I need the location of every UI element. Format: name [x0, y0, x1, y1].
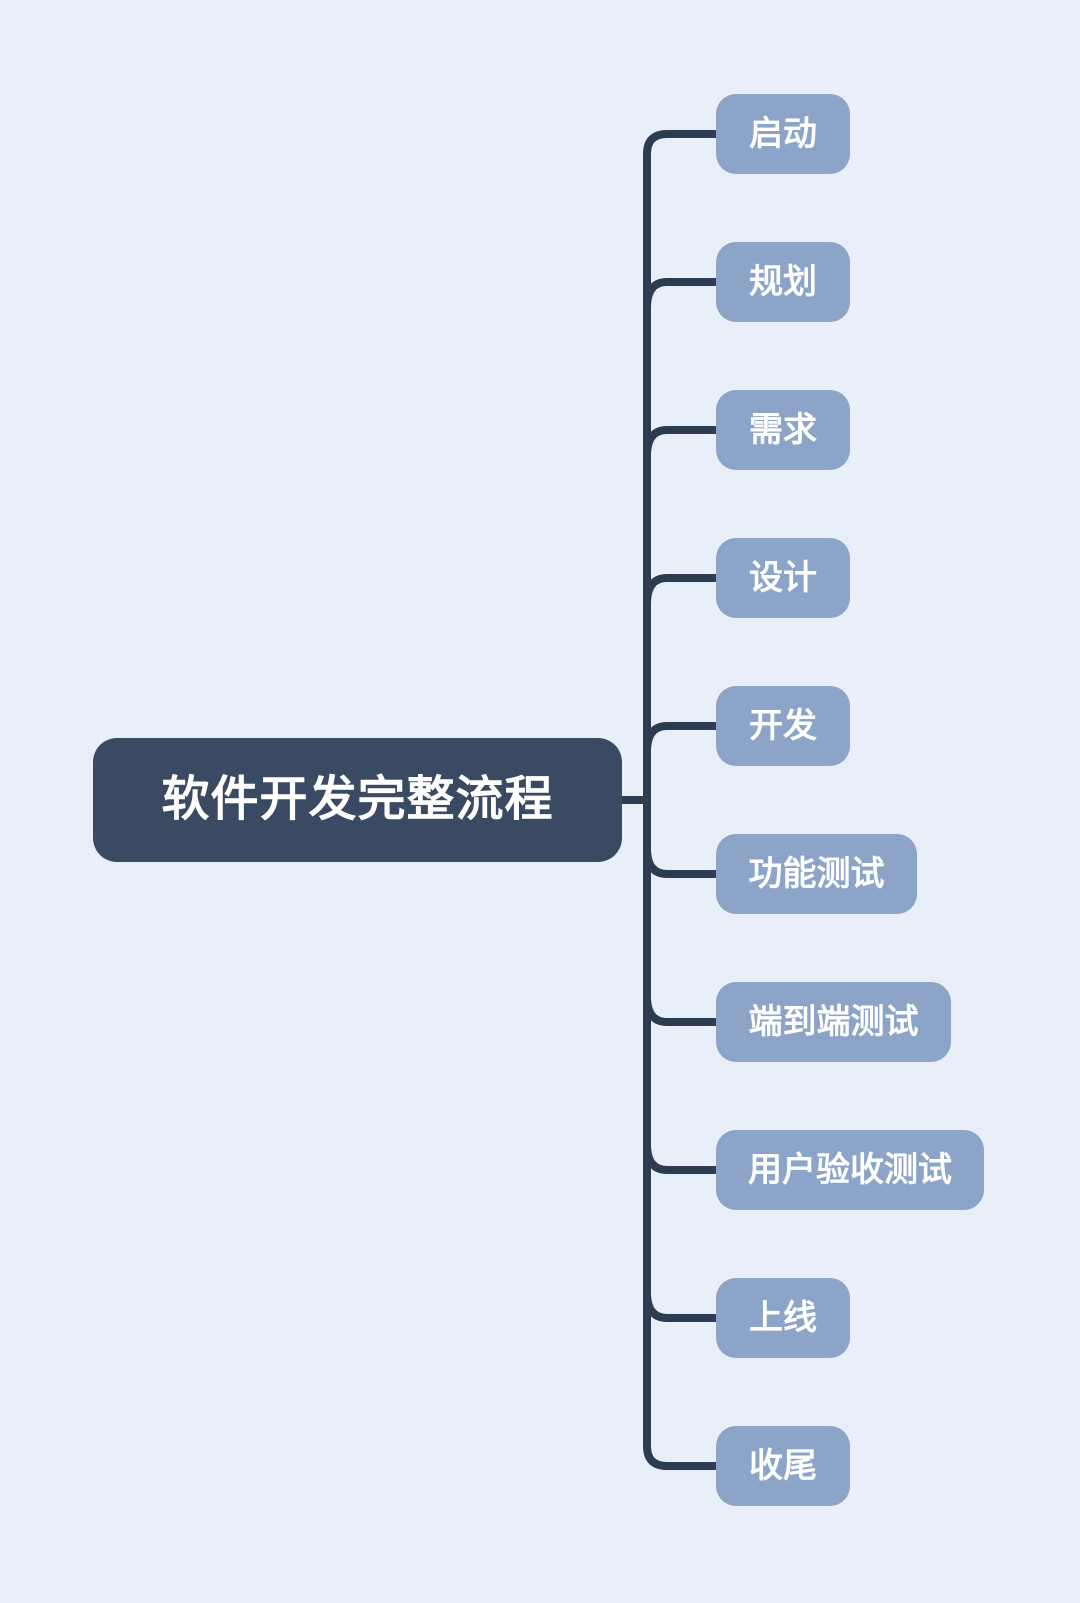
topic-label: 用户验收测试: [748, 1151, 952, 1189]
topic-node[interactable]: 用户验收测试: [716, 1130, 984, 1210]
topic-label: 开发: [749, 707, 817, 745]
topic-node[interactable]: 设计: [716, 538, 850, 618]
topic-node[interactable]: 功能测试: [716, 834, 917, 914]
root-topic-node[interactable]: 软件开发完整流程: [93, 738, 622, 862]
topic-label: 上线: [749, 1299, 817, 1337]
topic-node[interactable]: 规划: [716, 242, 850, 322]
topic-label: 功能测试: [748, 855, 885, 893]
topic-label: 规划: [749, 263, 817, 301]
topic-label: 收尾: [749, 1447, 817, 1485]
topic-node[interactable]: 开发: [716, 686, 850, 766]
topic-node[interactable]: 上线: [716, 1278, 850, 1358]
topic-node[interactable]: 端到端测试: [716, 982, 951, 1062]
topic-node[interactable]: 启动: [716, 94, 850, 174]
topic-label: 设计: [749, 559, 817, 597]
topic-node[interactable]: 需求: [716, 390, 850, 470]
topic-label: 端到端测试: [748, 1003, 919, 1041]
topic-node[interactable]: 收尾: [716, 1426, 850, 1506]
topic-label: 启动: [749, 115, 817, 153]
topic-label: 需求: [749, 411, 817, 449]
root-topic-label: 软件开发完整流程: [161, 773, 554, 826]
